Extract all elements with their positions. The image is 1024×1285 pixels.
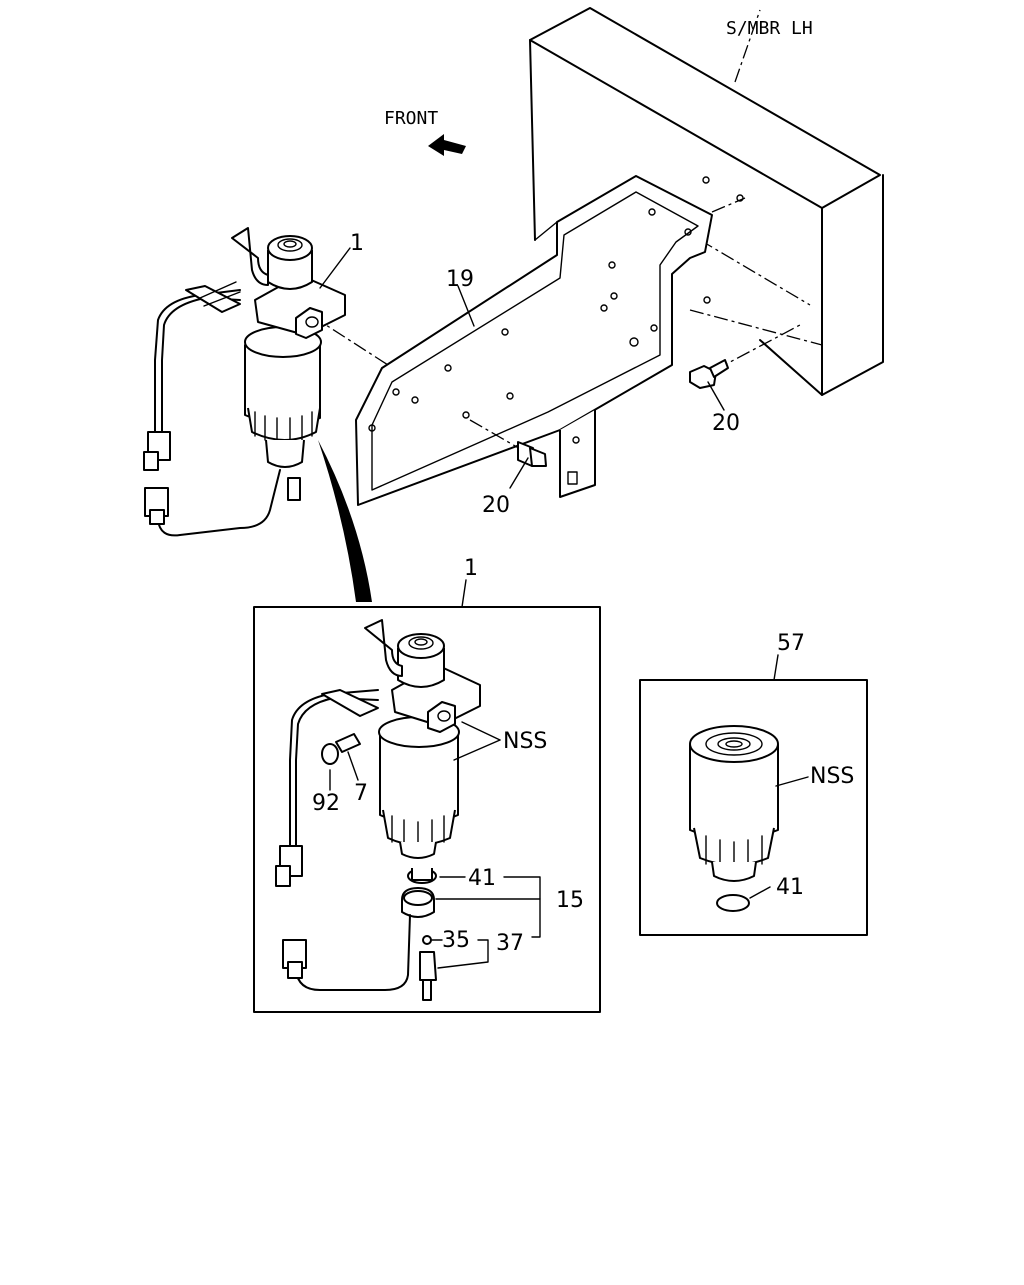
label-part-19: 19: [446, 267, 474, 292]
label-part-1-main: 1: [350, 231, 364, 256]
bolt-20-left: [469, 419, 547, 467]
label-part-37: 37: [496, 931, 524, 956]
detail-box-57: [639, 679, 868, 936]
label-front: FRONT: [384, 108, 438, 129]
label-part-20-right: 20: [712, 411, 740, 436]
label-part-1-detail: 1: [464, 556, 478, 581]
label-part-92: 92: [312, 791, 340, 816]
label-part-7: 7: [354, 781, 368, 806]
label-part-20-left: 20: [482, 493, 510, 518]
fuel-filter-exploded: [275, 619, 481, 1001]
label-part-41-detail: 41: [468, 866, 496, 891]
bracket-holes: [368, 208, 692, 432]
detail-pointer: [318, 440, 372, 602]
leader-lines: [319, 247, 809, 969]
label-part-41-57: 41: [776, 875, 804, 900]
detail-box-1: [253, 606, 601, 1013]
label-part-57: 57: [777, 631, 805, 656]
label-part-15: 15: [556, 888, 584, 913]
label-nss-detail: NSS: [503, 729, 547, 754]
mounting-bracket: [311, 175, 713, 506]
label-nss-57: NSS: [810, 764, 854, 789]
callout-labels: S/MBR LH FRONT 1 19 20 20 1 NSS 92 7 41 …: [312, 18, 854, 956]
label-part-35: 35: [442, 928, 470, 953]
bolt-20-right: [689, 324, 801, 389]
front-arrow: [428, 134, 466, 156]
fuel-filter-assembly-main: [143, 227, 346, 537]
frame-side-member: [529, 7, 884, 396]
filter-element-57: [689, 725, 779, 912]
label-frame-member: S/MBR LH: [726, 18, 813, 39]
